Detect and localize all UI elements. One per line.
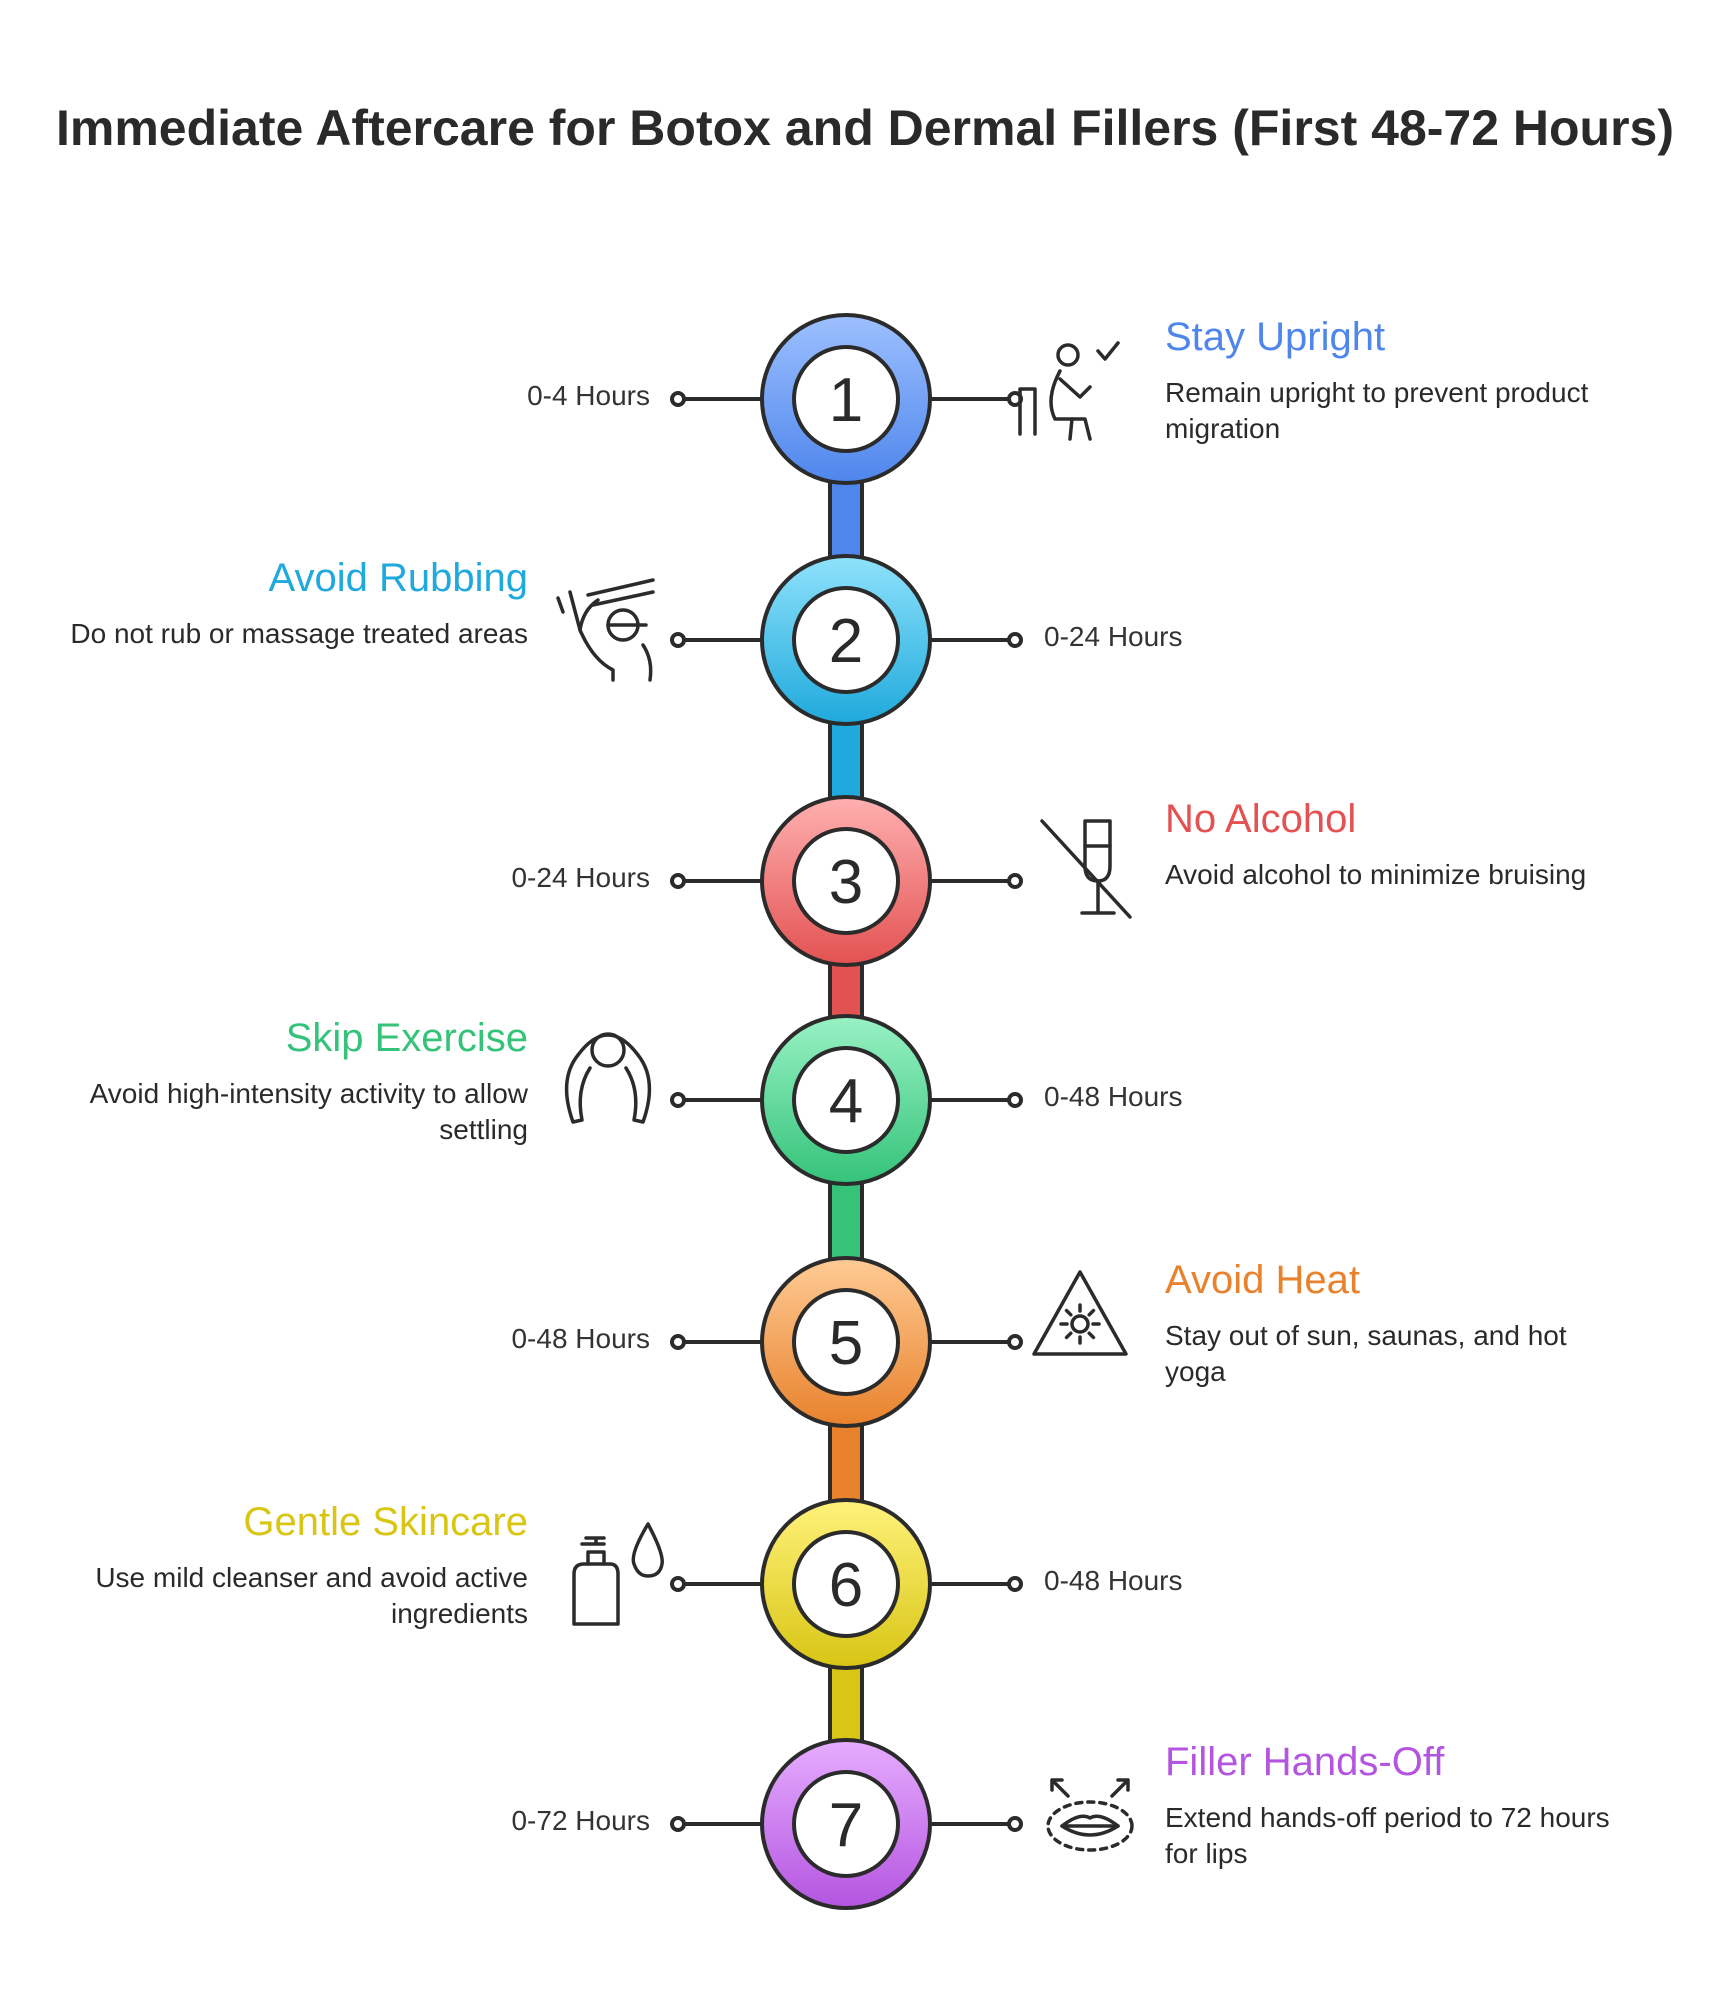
step-description: Avoid alcohol to minimize bruising xyxy=(1165,859,1587,890)
step-number: 3 xyxy=(829,848,863,917)
step-inner-circle xyxy=(792,1770,900,1878)
line-end-dot xyxy=(670,632,686,648)
step-timing: 0-48 Hours xyxy=(1044,1081,1183,1112)
line-end-dot xyxy=(1007,1576,1023,1592)
line-end-dot xyxy=(1007,873,1023,889)
step-timing: 0-72 Hours xyxy=(511,1805,650,1836)
step-2: 2 xyxy=(556,554,1023,726)
step-timing: 0-48 Hours xyxy=(1044,1565,1183,1596)
step-timing: 0-24 Hours xyxy=(511,862,650,893)
line-end-dot xyxy=(670,391,686,407)
heat-warning-triangle-icon xyxy=(1032,1270,1128,1356)
line-end-dot xyxy=(670,1576,686,1592)
line-end-dot xyxy=(670,1816,686,1832)
step-number: 2 xyxy=(829,607,863,676)
step-description: Extend hands-off period to 72 hours for … xyxy=(1165,1802,1610,1869)
line-end-dot xyxy=(1007,1092,1023,1108)
lips-expand-icon xyxy=(1046,1778,1134,1852)
step-1: 1 xyxy=(670,313,1120,485)
step-description: Do not rub or massage treated areas xyxy=(70,618,528,649)
step-timing: 0-24 Hours xyxy=(1044,621,1183,652)
step-number: 5 xyxy=(829,1309,863,1378)
step-heading: Stay Upright xyxy=(1165,315,1386,359)
step-heading: Gentle Skincare xyxy=(243,1500,528,1544)
step-inner-circle xyxy=(792,827,900,935)
step-heading: No Alcohol xyxy=(1165,797,1357,841)
step-description: Use mild cleanser and avoid active ingre… xyxy=(95,1562,528,1629)
cleanser-bottle-drop-icon xyxy=(572,1522,664,1626)
line-end-dot xyxy=(670,1092,686,1108)
step-inner-circle xyxy=(792,586,900,694)
step-heading: Avoid Rubbing xyxy=(268,556,528,600)
step-4: 4 xyxy=(564,1014,1023,1186)
line-end-dot xyxy=(1007,1816,1023,1832)
hand-rubbing-no-icon xyxy=(556,578,655,682)
step-7: 7 xyxy=(670,1738,1134,1910)
step-heading: Avoid Heat xyxy=(1165,1258,1360,1302)
step-description: Remain upright to prevent product migrat… xyxy=(1165,377,1589,444)
step-heading: Filler Hands-Off xyxy=(1165,1740,1445,1784)
step-timing: 0-4 Hours xyxy=(527,380,650,411)
no-wine-glass-icon xyxy=(1040,819,1132,919)
step-inner-circle xyxy=(792,1046,900,1154)
step-description: Stay out of sun, saunas, and hot yoga xyxy=(1165,1320,1567,1387)
step-inner-circle xyxy=(792,345,900,453)
page-title: Immediate Aftercare for Botox and Dermal… xyxy=(55,100,1675,156)
line-end-dot xyxy=(1007,632,1023,648)
step-description: Avoid high-intensity activity to allow s… xyxy=(89,1078,528,1145)
line-end-dot xyxy=(670,873,686,889)
step-3: 3 xyxy=(670,795,1132,967)
step-number: 1 xyxy=(829,366,863,435)
step-6: 6 xyxy=(572,1498,1023,1670)
person-sitting-check-icon xyxy=(1018,341,1120,441)
step-5: 5 xyxy=(670,1256,1128,1428)
line-end-dot xyxy=(1007,1334,1023,1350)
exercise-person-icon xyxy=(564,1032,652,1124)
step-number: 4 xyxy=(829,1067,863,1136)
step-number: 7 xyxy=(829,1791,863,1860)
step-inner-circle xyxy=(792,1530,900,1638)
line-end-dot xyxy=(670,1334,686,1350)
step-number: 6 xyxy=(829,1551,863,1620)
step-inner-circle xyxy=(792,1288,900,1396)
step-heading: Skip Exercise xyxy=(285,1016,528,1060)
step-timing: 0-48 Hours xyxy=(511,1323,650,1354)
